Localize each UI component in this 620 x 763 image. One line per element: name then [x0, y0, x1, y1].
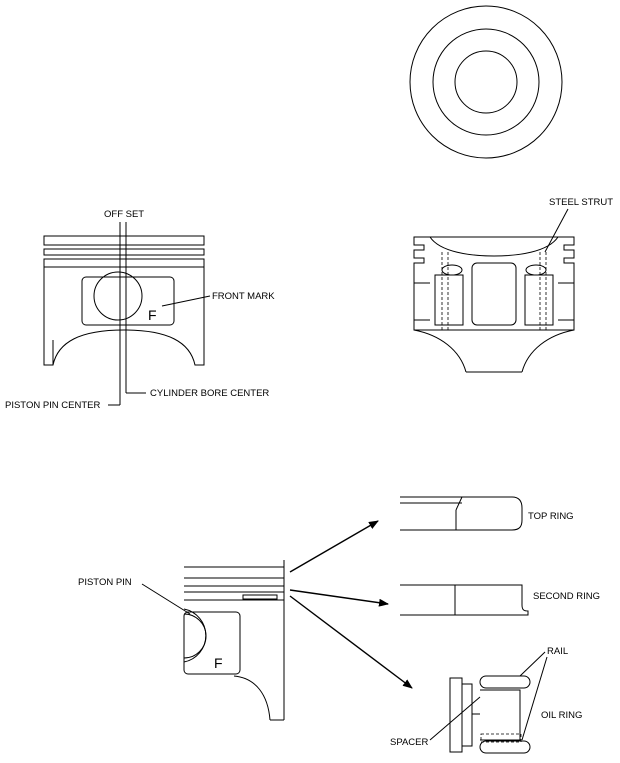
ring-arrows: [289, 520, 413, 689]
piston-top-view: [409, 5, 563, 159]
cylinder-bore-center-label: CYLINDER BORE CENTER: [150, 388, 269, 399]
rail-label: RAIL: [547, 646, 568, 657]
oil-ring-label: OIL RING: [541, 710, 582, 721]
top-ring-label: TOP RING: [528, 511, 574, 522]
front-mark-letter: F: [148, 307, 157, 323]
front-mark-label: FRONT MARK: [212, 291, 275, 302]
piston-front-view: F: [43, 222, 211, 406]
piston-mark-letter: F: [214, 655, 223, 671]
spacer-label: SPACER: [390, 737, 429, 748]
second-ring-profile: [400, 584, 529, 616]
piston-pin-label: PISTON PIN: [78, 577, 132, 588]
steel-strut-label: STEEL STRUT: [549, 197, 613, 208]
second-ring-label: SECOND RING: [533, 591, 600, 602]
piston-pin-center-label: PISTON PIN CENTER: [5, 400, 101, 411]
piston-cross-section: [413, 208, 575, 373]
off-set-label: OFF SET: [104, 209, 144, 220]
top-ring-profile: [400, 496, 523, 531]
oil-ring-profile: [429, 651, 548, 754]
piston-partial-view: F: [141, 560, 285, 721]
